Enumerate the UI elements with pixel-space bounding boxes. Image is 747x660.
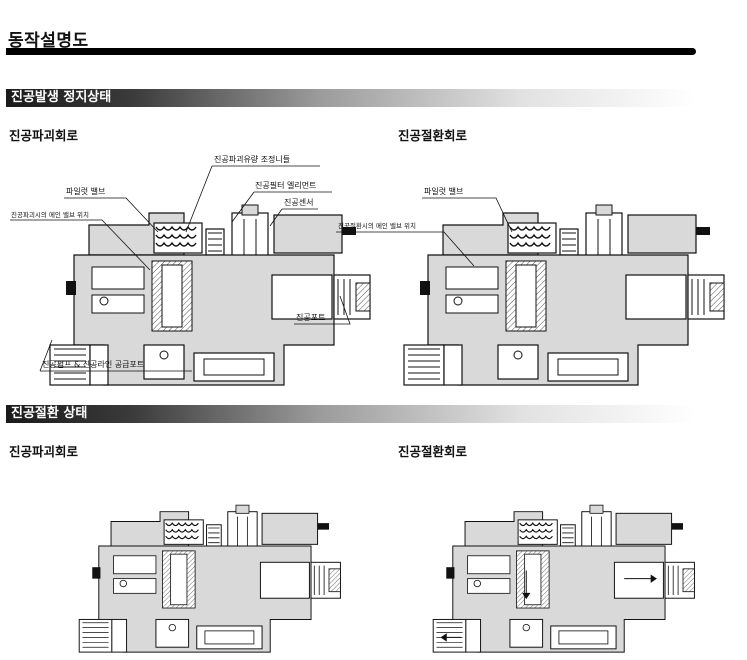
callout-vacuum-port: 진공포트 [296,313,326,322]
callout-destruct-flow-needle: 진공파괴유량 조정니들 [214,155,291,164]
callout-main-valve-position: 진공절환시의 메인 밸브 위치 [338,222,416,230]
callout-vacuum-filter: 진공필터 엘리먼트 [255,181,317,190]
subtitle-switch-circuit: 진공절환회로 [398,128,468,143]
section-header-switch: 진공절환 상태 [6,405,696,423]
callout-supply-port: 진공펌프 & 진공라인 공급포트 [42,360,145,369]
subtitle-destruct-circuit: 진공파괴회로 [9,444,79,459]
section-header-stop: 진공발생 정지상태 [6,89,696,107]
callout-vacuum-sensor: 진공센서 [284,198,314,207]
valve-diagram-switch-switch [432,504,696,653]
callout-main-valve-position: 진공파괴시의 메인 밸브 위치 [11,211,89,219]
subtitle-switch-circuit: 진공절환회로 [398,444,468,459]
section-title: 진공절환 상태 [11,406,88,421]
section-title: 진공발생 정지상태 [11,90,112,105]
subtitle-destruct-circuit: 진공파괴회로 [9,128,79,143]
callout-pilot-valve: 파일럿 밸브 [424,187,464,196]
page-title: 동작설명도 [8,31,89,51]
callout-pilot-valve: 파일럿 밸브 [66,187,106,196]
title-rule [6,48,696,55]
